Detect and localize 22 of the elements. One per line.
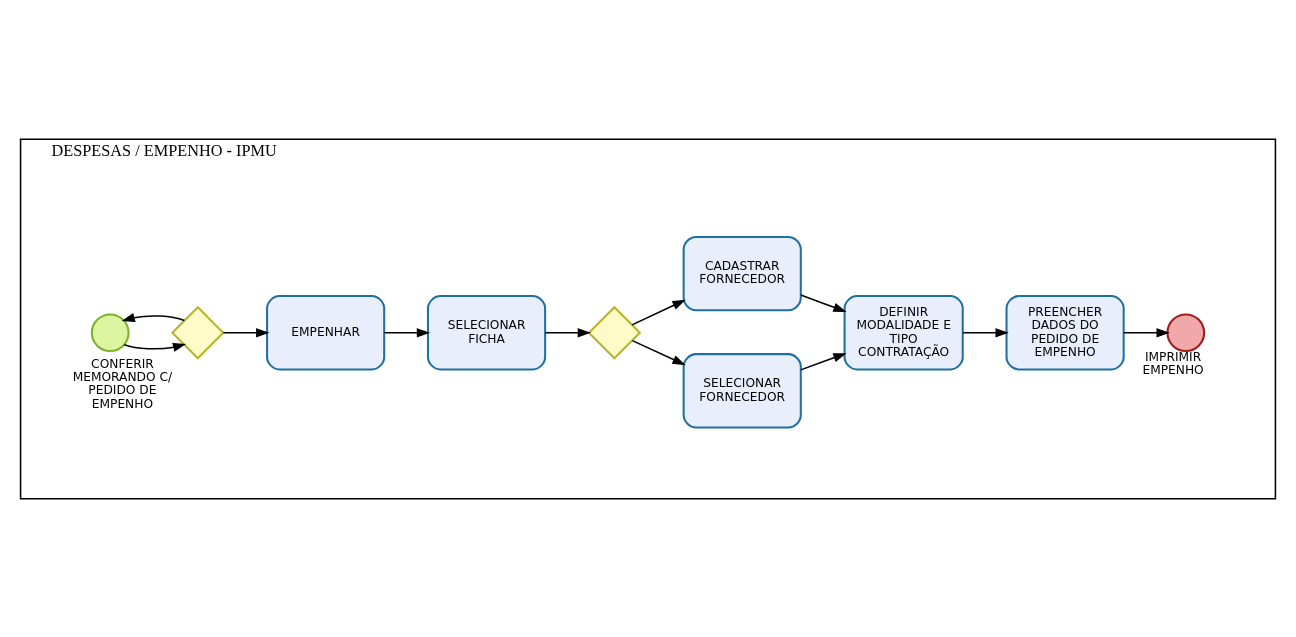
arrow <box>121 312 186 322</box>
node-box: PREENCHER DADOS DO PEDIDO DE EMPENHO <box>1005 294 1125 370</box>
node-circle <box>90 312 130 352</box>
node-diamond <box>587 305 642 360</box>
arrow <box>962 327 1009 337</box>
arrow <box>800 293 847 312</box>
arrow <box>631 299 686 326</box>
arrow <box>800 352 847 371</box>
arrow <box>222 327 270 337</box>
node-label: CONFERIR MEMORANDO C/ PEDIDO DE EMPENHO <box>72 356 173 411</box>
arrow <box>1122 327 1170 337</box>
node-box: SELECIONAR FICHA <box>426 294 547 370</box>
node-box: EMPENHAR <box>266 294 386 370</box>
node-box: CADASTRAR FORNECEDOR <box>682 235 802 311</box>
arrow <box>544 327 591 337</box>
arrow <box>631 339 686 365</box>
arrow <box>123 342 187 352</box>
node-label: IMPRIMIR EMPENHO <box>1142 349 1204 377</box>
node-box: SELECIONAR FORNECEDOR <box>682 352 802 428</box>
node-box: DEFINIR MODALIDADE E TIPO CONTRATAÇÃO <box>843 294 964 370</box>
node-circle <box>1166 312 1206 352</box>
arrow <box>383 327 431 337</box>
